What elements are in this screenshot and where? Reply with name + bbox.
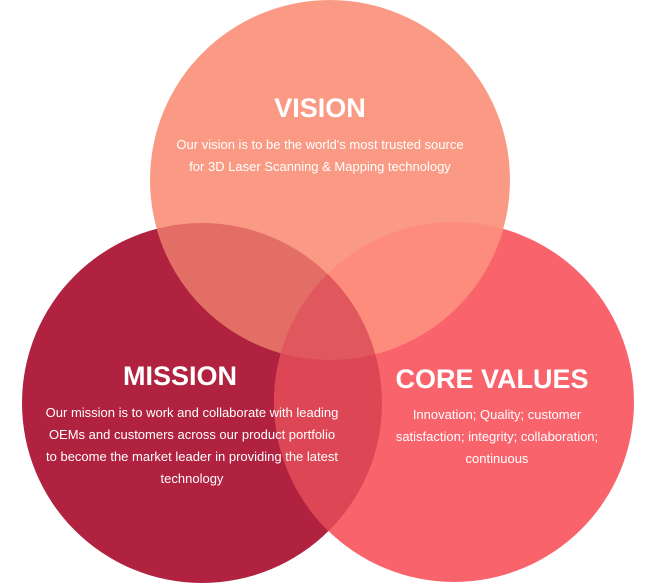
core-values-text: Innovation; Quality; customer satisfacti… bbox=[395, 407, 599, 466]
core-values-title: CORE VALUES bbox=[395, 364, 589, 394]
vision-values-overlap bbox=[274, 222, 510, 360]
vision-title: VISION bbox=[274, 93, 366, 123]
mission-title: MISSION bbox=[122, 361, 237, 391]
vision-mission-overlap bbox=[150, 223, 382, 360]
vision-text: Our vision is to be the world's most tru… bbox=[176, 137, 464, 174]
mission-text: Our mission is to work and collaborate w… bbox=[45, 405, 339, 486]
